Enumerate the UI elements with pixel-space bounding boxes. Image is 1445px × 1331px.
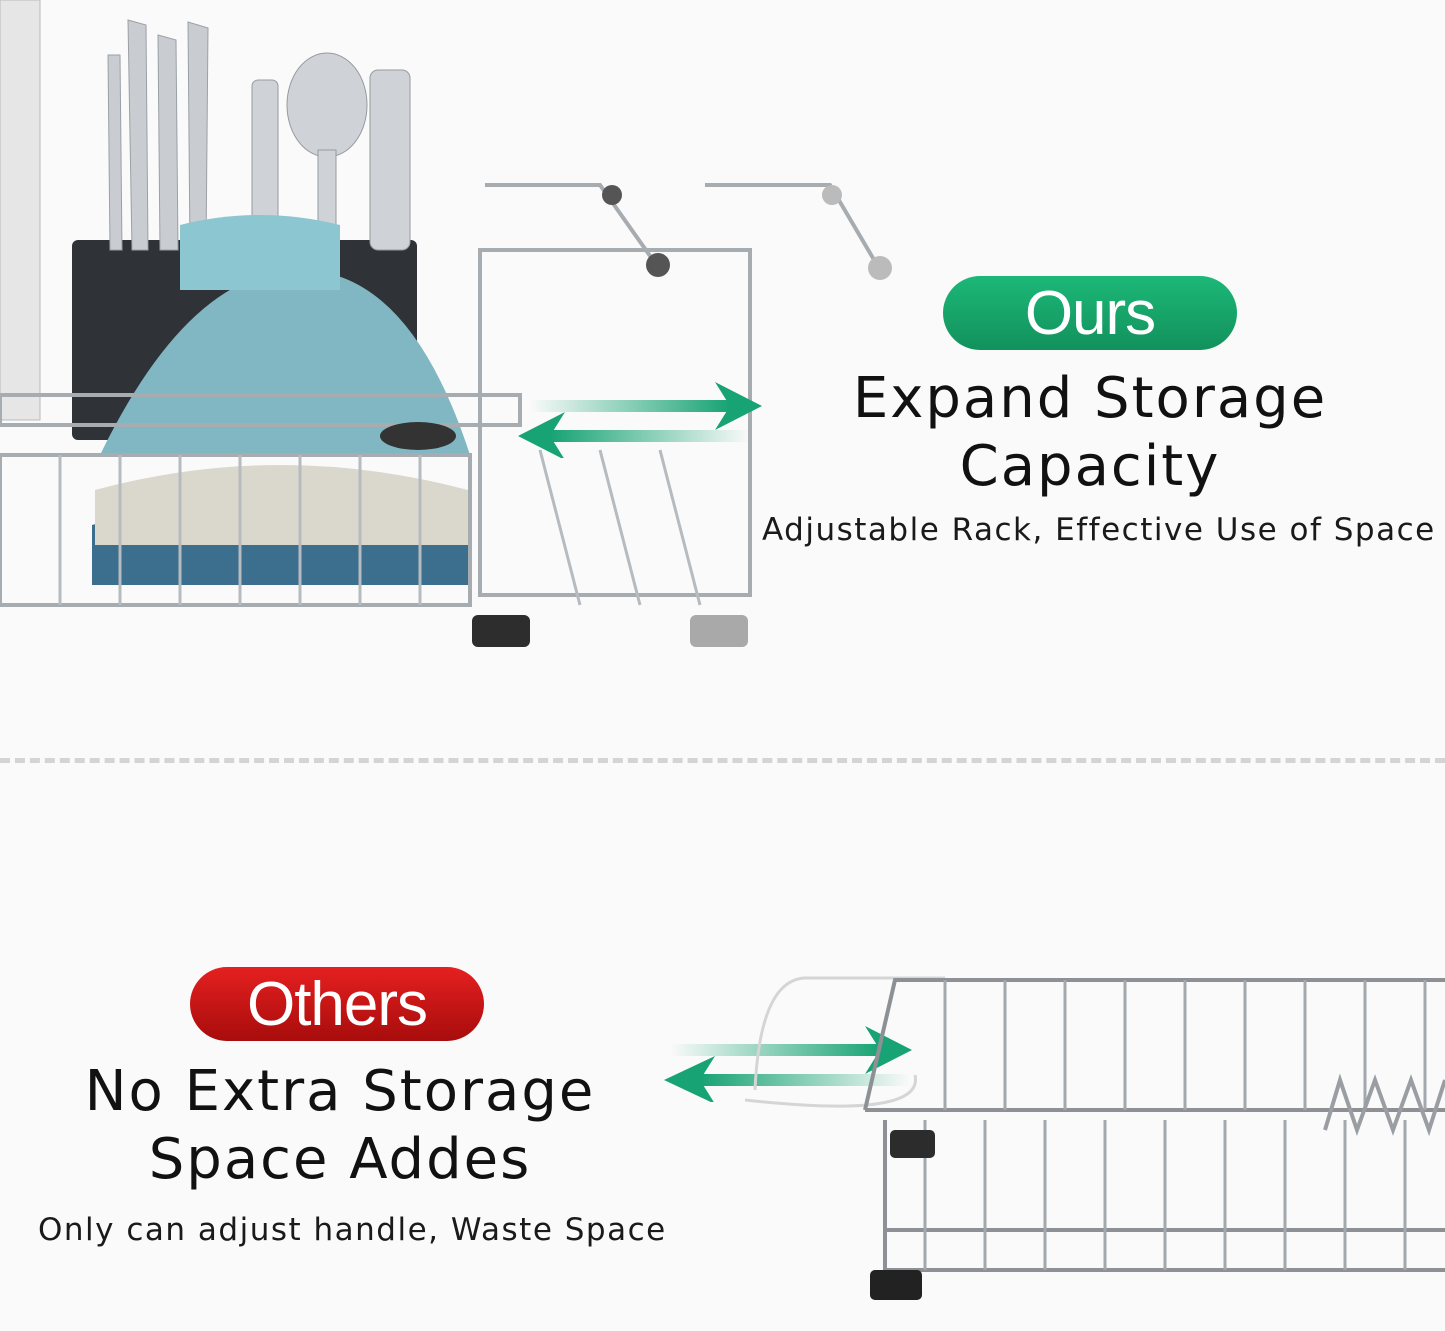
others-headline: No Extra Storage Space Addes — [40, 1058, 640, 1194]
others-headline-line1: No Extra Storage — [84, 1059, 596, 1124]
ours-headline-line1: Expand Storage — [852, 366, 1328, 431]
expandable-dish-rack-illustration — [0, 0, 892, 647]
others-headline-line2: Space Addes — [148, 1127, 532, 1192]
ours-section: Ours Expand Storage Capacity Adjustable … — [0, 0, 1436, 647]
expand-arrows-icon — [518, 382, 762, 458]
ours-badge-label: Ours — [1024, 278, 1156, 348]
ours-headline-line2: Capacity — [959, 434, 1221, 499]
ours-headline: Expand Storage Capacity — [800, 365, 1380, 501]
others-badge-label: Others — [246, 969, 428, 1039]
others-badge: Others — [190, 967, 484, 1041]
standard-dish-rack-illustration — [745, 976, 1445, 1300]
ours-badge: Ours — [943, 276, 1237, 350]
others-subtitle: Only can adjust handle, Waste Space — [38, 1212, 667, 1248]
adjust-arrows-icon — [664, 1026, 912, 1102]
ours-subtitle: Adjustable Rack, Effective Use of Space — [762, 512, 1436, 548]
section-divider — [0, 758, 1445, 763]
